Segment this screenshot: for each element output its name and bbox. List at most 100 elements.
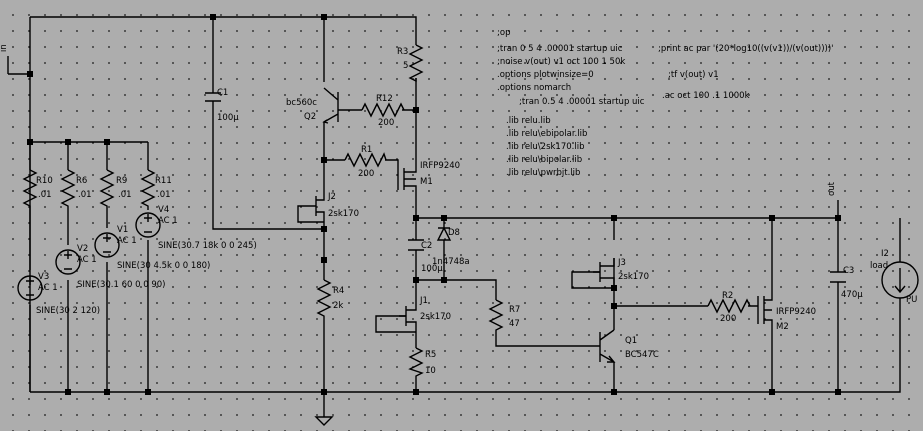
label-R11: R11 [155, 176, 172, 186]
value-R10: .01 [38, 190, 52, 200]
directive-print: ;print ac par '(20*log10((v(v1))/(v(out)… [658, 44, 834, 54]
label-R10: R10 [36, 176, 53, 186]
labels: in out C1 100µ R3 5 bc560c Q2 R12 200 R1… [0, 28, 917, 376]
ac-V3: AC 1 [38, 283, 58, 293]
label-J2: J2 [327, 192, 336, 202]
directive-ac: .ac oct 100 .1 1000k [662, 91, 750, 101]
value-V2: SINE(30.1 60 0 0 90) [77, 280, 165, 290]
directive-options-plot: .options plotwinsize=0 [497, 70, 594, 80]
label-R6: R6 [76, 176, 87, 186]
label-V2: V2 [77, 244, 88, 254]
label-I2: I2 [881, 249, 889, 259]
label-Q1: Q1 [625, 336, 637, 346]
bjt-Q2[interactable] [322, 87, 348, 124]
voltage-source-V2[interactable] [55, 249, 81, 275]
mosfet-M1[interactable] [397, 150, 417, 190]
label-R1: R1 [361, 145, 372, 155]
value-M1: IRFP9240 [420, 161, 460, 171]
value-C3: 470µ [841, 290, 863, 300]
label-R9: R9 [116, 176, 127, 186]
capacitor-C1[interactable] [205, 92, 221, 102]
value-V3: SINE(30 2 120) [36, 306, 100, 316]
resistor-R9[interactable] [99, 169, 115, 210]
resistor-R2[interactable] [707, 298, 751, 314]
label-V4: V4 [158, 205, 169, 215]
value-J2: 2sk170 [328, 209, 359, 219]
label-R5: R5 [425, 350, 436, 360]
label-J1: J1 [419, 296, 428, 306]
value-R2: 200 [720, 314, 736, 324]
mosfet-M2[interactable] [752, 290, 773, 340]
voltage-source-V1[interactable] [94, 232, 120, 258]
value-R12: 200 [378, 118, 394, 128]
directive-lib-1: .lib relu.lib [506, 116, 551, 126]
ac-V4: AC 1 [158, 216, 178, 226]
ac-V2: AC 1 [77, 255, 97, 265]
value-Q2: bc560c [286, 98, 317, 108]
capacitor-C2[interactable] [408, 239, 424, 251]
diode-D8[interactable] [436, 226, 452, 241]
value-R7: 47 [509, 319, 520, 329]
resistor-R12[interactable] [361, 102, 405, 118]
junctions [27, 14, 841, 395]
label-M1: M1 [420, 177, 433, 187]
label-D8: D8 [448, 228, 460, 238]
resistor-R10[interactable] [22, 169, 38, 210]
voltage-source-V3[interactable] [17, 275, 43, 301]
value-R5: 10 [425, 366, 436, 376]
label-V1: V1 [117, 225, 128, 235]
directive-lib-2: .lib relu\ebipolar.lib [506, 129, 587, 139]
label-C1: C1 [217, 88, 228, 98]
ac-V1: AC 1 [117, 236, 137, 246]
extra-I2: PU [906, 295, 917, 305]
label-R7: R7 [509, 305, 520, 315]
value-M2: IRFP9240 [776, 307, 816, 317]
value-V4: SINE(30.7 18k 0 0 245) [158, 241, 257, 251]
value-J1: 2sk170 [420, 312, 451, 322]
directive-noise: ;noise v(out) v1 oct 100 1 50k [497, 57, 625, 67]
directive-lib-5: .lib relu\pwrbjt.lib [506, 168, 580, 178]
net-label-in: in [0, 44, 9, 52]
value-C2: 100µ [421, 264, 443, 274]
resistor-R1[interactable] [344, 152, 387, 168]
label-V3: V3 [38, 272, 49, 282]
resistor-R11[interactable] [140, 169, 156, 210]
resistor-R5[interactable] [408, 347, 424, 378]
resistor-R4[interactable] [316, 279, 332, 320]
label-R12: R12 [376, 94, 393, 104]
value-I2: load [870, 261, 888, 271]
label-R4: R4 [333, 286, 344, 296]
label-R2: R2 [722, 291, 733, 301]
directive-tran-1: ;tran 0 5 4 .00001 startup uic [497, 44, 623, 54]
resistor-R7[interactable] [488, 299, 504, 334]
value-R4: 2k [333, 301, 343, 311]
label-M2: M2 [776, 322, 789, 332]
current-source-I2[interactable] [881, 261, 919, 299]
resistor-R3[interactable] [408, 44, 424, 83]
label-J3: J3 [617, 258, 626, 268]
jfet-J3[interactable] [593, 258, 615, 288]
voltage-source-V4[interactable] [135, 212, 161, 238]
jfet-J1[interactable] [399, 300, 417, 330]
label-C3: C3 [843, 266, 854, 276]
value-R11: .01 [157, 190, 171, 200]
directive-lib-3: .lib relu\2sk170.lib [506, 142, 584, 152]
label-Q2: Q2 [304, 112, 316, 122]
capacitor-C3[interactable] [830, 271, 846, 283]
label-R3: R3 [397, 47, 408, 57]
value-C1: 100µ [217, 113, 239, 123]
jfet-J2[interactable] [309, 190, 325, 222]
label-C2: C2 [421, 241, 432, 251]
resistor-R6[interactable] [60, 169, 76, 210]
bjt-Q1[interactable] [590, 329, 616, 363]
value-Q1: BC547C [625, 350, 659, 360]
ground-symbol [314, 416, 334, 426]
value-R6: .01 [78, 190, 92, 200]
directive-options-nomarch: .options nomarch [497, 83, 571, 93]
directive-lib-4: .lib relu\bipolar.lib [506, 155, 582, 165]
directive-tran-2: ;tran 0.5 4 .00001 startup uic [519, 97, 645, 107]
value-J3: 2sk170 [618, 272, 649, 282]
value-V1: SINE(30 4.5k 0 0 180) [117, 261, 210, 271]
